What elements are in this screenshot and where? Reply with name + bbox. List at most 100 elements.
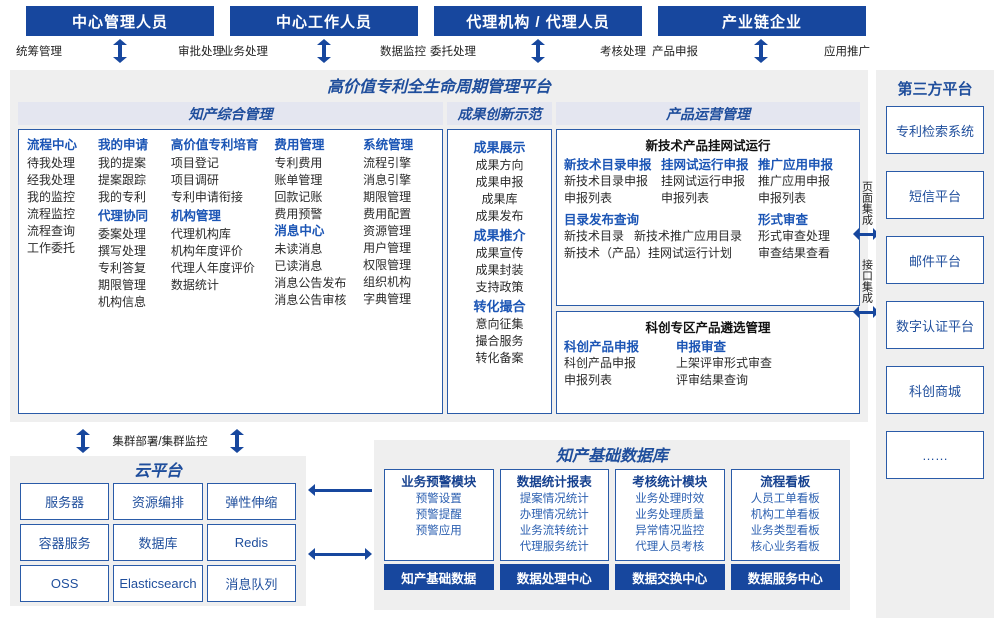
menu-item[interactable]: 挂网试运行申报: [661, 174, 746, 188]
db-item[interactable]: 业务处理时效: [635, 493, 705, 505]
group-head[interactable]: 形式审查: [758, 213, 809, 227]
group-head[interactable]: 挂网试运行申报: [661, 158, 749, 172]
db-footer-button[interactable]: 数据服务中心: [730, 564, 840, 590]
actor-bar-3[interactable]: 产业链企业: [658, 6, 866, 36]
cloud-cell-redis[interactable]: Redis: [206, 524, 296, 561]
db-footer-button[interactable]: 数据处理中心: [499, 564, 609, 590]
third-party-item-sms[interactable]: 短信平台: [886, 171, 984, 219]
menu-item[interactable]: 账单管理: [274, 173, 323, 187]
cloud-cell-orchestration[interactable]: 资源编排: [113, 483, 203, 520]
menu-item[interactable]: 撰写处理: [97, 244, 146, 258]
group-head[interactable]: 高价值专利培育: [170, 138, 259, 152]
menu-item[interactable]: 我的监控: [27, 190, 76, 204]
menu-item[interactable]: 机构年度评价: [170, 244, 243, 258]
db-item[interactable]: 代理人员考核: [635, 541, 705, 553]
group-head[interactable]: 流程中心: [27, 138, 78, 152]
menu-item[interactable]: 未读消息: [274, 242, 323, 256]
cloud-cell-server[interactable]: 服务器: [20, 483, 110, 520]
group-head[interactable]: 消息中心: [274, 224, 325, 238]
menu-item[interactable]: 提案跟踪: [97, 173, 146, 187]
menu-item[interactable]: 回款记账: [274, 190, 323, 204]
group-head[interactable]: 机构管理: [170, 209, 221, 223]
menu-item[interactable]: 委案处理: [97, 227, 146, 241]
menu-item[interactable]: 支持政策: [475, 280, 524, 294]
menu-item[interactable]: 流程引擎: [363, 156, 412, 170]
cloud-cell-oss[interactable]: OSS: [20, 565, 110, 602]
menu-item[interactable]: 流程查询: [27, 224, 76, 238]
menu-item[interactable]: 意向征集: [475, 317, 524, 331]
menu-item[interactable]: 消息引擎: [363, 173, 412, 187]
actor-bar-2[interactable]: 代理机构 / 代理人员: [434, 6, 642, 36]
third-party-item-innovation-mall[interactable]: 科创商城: [886, 366, 984, 414]
group-head[interactable]: 系统管理: [363, 138, 414, 152]
menu-item[interactable]: 专利答复: [97, 261, 146, 275]
menu-item[interactable]: 专利申请衔接: [170, 190, 243, 204]
menu-item[interactable]: 我的提案: [97, 156, 146, 170]
cloud-cell-database[interactable]: 数据库: [113, 524, 203, 561]
db-item[interactable]: 机构工单看板: [750, 509, 820, 521]
menu-item[interactable]: 申报列表: [564, 373, 613, 387]
db-item[interactable]: 办理情况统计: [519, 509, 589, 521]
third-party-item-more[interactable]: ……: [886, 431, 984, 479]
db-item[interactable]: 预警提醒: [415, 509, 462, 521]
menu-item[interactable]: 成果申报: [475, 175, 524, 189]
db-item[interactable]: 人员工单看板: [750, 493, 820, 505]
menu-item[interactable]: 流程监控: [27, 207, 76, 221]
menu-item[interactable]: 新技术目录: [564, 229, 625, 243]
db-item[interactable]: 提案情况统计: [519, 493, 589, 505]
menu-item[interactable]: 申报列表: [564, 191, 613, 205]
menu-item[interactable]: 新技术（产品）挂网试运行计划: [564, 246, 733, 260]
menu-item[interactable]: 评审结果查询: [676, 373, 749, 387]
db-item[interactable]: 业务流转统计: [519, 525, 589, 537]
menu-item[interactable]: 我的专利: [97, 190, 146, 204]
db-item[interactable]: 核心业务看板: [750, 541, 820, 553]
menu-item[interactable]: 科创产品申报: [564, 356, 637, 370]
db-item[interactable]: 业务处理质量: [635, 509, 705, 521]
group-head[interactable]: 成果展示: [473, 140, 526, 155]
db-item[interactable]: 异常情况监控: [635, 525, 705, 537]
db-item[interactable]: 业务类型看板: [750, 525, 820, 537]
menu-item[interactable]: 新技术目录申报: [564, 174, 649, 188]
menu-item[interactable]: 字典管理: [363, 292, 412, 306]
actor-bar-0[interactable]: 中心管理人员: [26, 6, 214, 36]
db-item[interactable]: 预警设置: [415, 493, 462, 505]
cloud-cell-autoscaling[interactable]: 弹性伸缩: [206, 483, 296, 520]
menu-item[interactable]: 申报列表: [758, 191, 807, 205]
third-party-item-email[interactable]: 邮件平台: [886, 236, 984, 284]
menu-item[interactable]: 权限管理: [363, 258, 412, 272]
menu-item[interactable]: 消息公告审核: [274, 293, 347, 307]
menu-item[interactable]: 代理人年度评价: [170, 261, 255, 275]
menu-item[interactable]: 组织机构: [363, 275, 412, 289]
third-party-item-patent-search[interactable]: 专利检索系统: [886, 106, 984, 154]
db-footer-button[interactable]: 知产基础数据: [384, 564, 494, 590]
menu-item[interactable]: 项目登记: [170, 156, 219, 170]
menu-item[interactable]: 工作委托: [27, 241, 76, 255]
cloud-cell-elasticsearch[interactable]: Elasticsearch: [113, 565, 203, 602]
db-item[interactable]: 预警应用: [415, 525, 462, 537]
menu-item[interactable]: 上架评审形式审查: [676, 356, 773, 370]
third-party-item-digital-cert[interactable]: 数字认证平台: [886, 301, 984, 349]
group-head[interactable]: 我的申请: [97, 138, 148, 152]
group-head[interactable]: 新技术目录申报: [564, 158, 652, 172]
menu-item[interactable]: 形式审查处理: [758, 229, 831, 243]
menu-item[interactable]: 成果封装: [475, 263, 524, 277]
menu-item[interactable]: 机构信息: [97, 295, 146, 309]
menu-item[interactable]: 数据统计: [170, 278, 219, 292]
db-footer-button[interactable]: 数据交换中心: [615, 564, 725, 590]
menu-item[interactable]: 费用配置: [363, 207, 412, 221]
menu-item[interactable]: 经我处理: [27, 173, 76, 187]
group-head[interactable]: 费用管理: [274, 138, 325, 152]
menu-item[interactable]: 转化备案: [475, 351, 524, 365]
group-head[interactable]: 科创产品申报: [564, 340, 640, 354]
menu-item[interactable]: 推广应用申报: [758, 174, 831, 188]
menu-item[interactable]: 期限管理: [363, 190, 412, 204]
menu-item[interactable]: 费用预警: [274, 207, 323, 221]
menu-item[interactable]: 用户管理: [363, 241, 412, 255]
menu-item[interactable]: 项目调研: [170, 173, 219, 187]
menu-item[interactable]: 撮合服务: [475, 334, 524, 348]
menu-item[interactable]: 专利费用: [274, 156, 323, 170]
group-head[interactable]: 推广应用申报: [758, 158, 834, 172]
group-head[interactable]: 申报审查: [676, 340, 727, 354]
actor-bar-1[interactable]: 中心工作人员: [230, 6, 418, 36]
menu-item[interactable]: 已读消息: [274, 259, 323, 273]
